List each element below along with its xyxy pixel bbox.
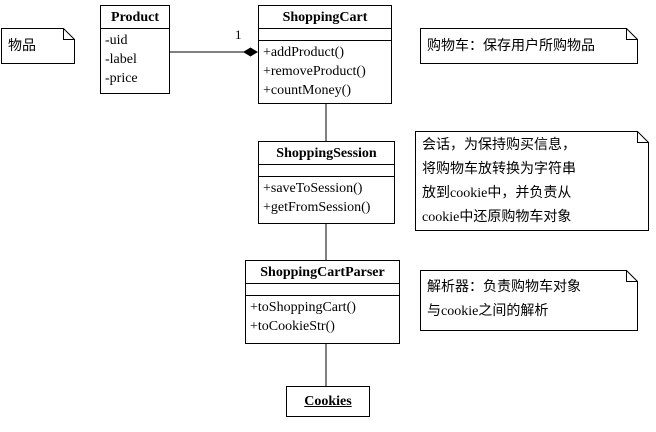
class-method: +toCookieStr() [250,319,335,334]
note-text: 解析器：负责购物车对象 与cookie之间的解析 [427,280,581,319]
multiplicity-label: 1 [235,27,242,42]
class-shoppingcart[interactable]: ShoppingCart +addProduct() +removeProduc… [258,5,392,104]
class-method: +removeProduct() [263,64,366,79]
empty-attributes-compartment [259,164,394,176]
class-shoppingsession[interactable]: ShoppingSession +saveToSession() +getFro… [258,141,395,224]
note-text: 物品 [8,39,36,54]
note-session[interactable]: 会话，为保持购买信息， 将购物车放转换为字符串 放到cookie中，并负责从 c… [415,131,649,231]
attributes-compartment: -uid -label -price [101,28,169,90]
note-shape [415,131,649,231]
class-attribute: -label [105,52,137,67]
class-shoppingcartparser[interactable]: ShoppingCartParser +toShoppingCart() +to… [245,260,400,344]
class-title: Product [111,10,159,25]
note-product[interactable]: 物品 [1,28,75,64]
class-title: Cookies [304,394,352,409]
note-text: 会话，为保持购买信息， 将购物车放转换为字符串 放到cookie中，并负责从 c… [422,138,576,225]
note-shoppingcart[interactable]: 购物车：保存用户所购物品 [420,28,638,64]
composition-diamond-icon [243,47,258,57]
class-title: ShoppingCartParser [260,265,385,280]
class-cookies[interactable]: Cookies [286,386,370,417]
note-text: 购物车：保存用户所购物品 [427,39,595,54]
methods-compartment: +saveToSession() +getFromSession() [259,176,394,219]
note-shape [420,28,638,64]
class-method: +saveToSession() [263,181,363,196]
empty-attributes-compartment [259,28,391,40]
class-method: +countMoney() [263,83,351,98]
class-attribute: -price [105,71,138,86]
class-method: +getFromSession() [263,200,371,215]
methods-compartment: +toShoppingCart() +toCookieStr() [246,295,399,338]
class-title: ShoppingSession [276,146,377,161]
class-attribute: -uid [105,33,128,48]
methods-compartment: +addProduct() +removeProduct() +countMon… [259,40,391,102]
note-parser[interactable]: 解析器：负责购物车对象 与cookie之间的解析 [420,270,638,331]
class-title: ShoppingCart [282,10,368,25]
class-product[interactable]: Product -uid -label -price [100,5,170,94]
note-shape [420,270,638,331]
class-method: +addProduct() [263,45,344,60]
note-shape [1,28,75,64]
empty-attributes-compartment [246,283,399,295]
class-method: +toShoppingCart() [250,300,356,315]
